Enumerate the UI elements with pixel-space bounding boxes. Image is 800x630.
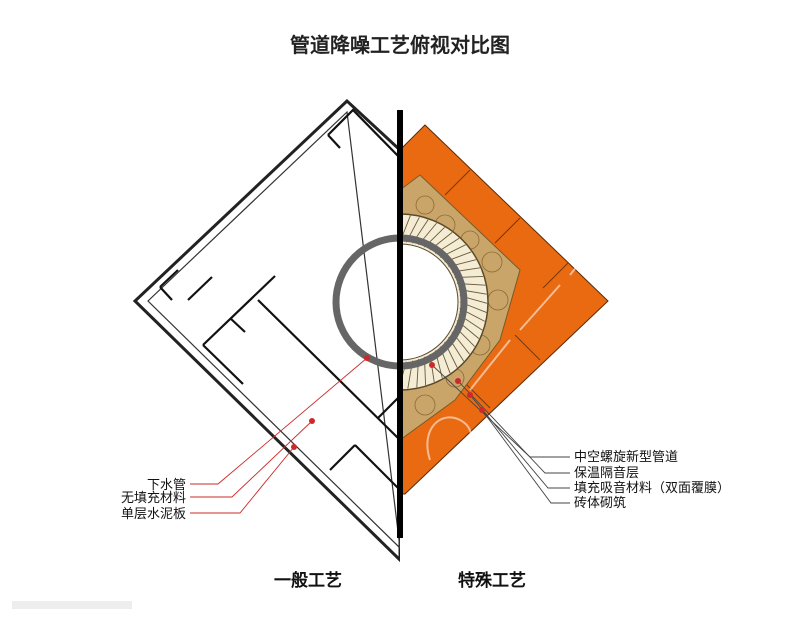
cement-board-partitions [159, 108, 400, 491]
label-hollow-spiral-pipe: 中空螺旋新型管道 [574, 449, 678, 465]
special-process-side [400, 124, 609, 495]
label-drain-pipe: 下水管 [147, 478, 186, 493]
general-process-side [132, 98, 400, 563]
label-sound-absorbing-fill: 填充吸音材料（双面覆膜） [574, 480, 730, 496]
caption-special-process: 特殊工艺 [458, 570, 526, 591]
label-insulation-layer: 保温隔音层 [574, 465, 639, 481]
left-leader-dots [291, 355, 370, 450]
label-single-cement-board: 单层水泥板 [121, 507, 186, 522]
outer-wall [132, 98, 400, 563]
inner-wall-line [147, 110, 400, 549]
watermark [426, 249, 591, 461]
label-no-filling: 无填充材料 [121, 490, 186, 506]
footer-watermark [12, 601, 132, 609]
label-brick-masonry: 砖体砌筑 [574, 495, 626, 511]
caption-general-process: 一般工艺 [274, 570, 342, 591]
pipe-cavity [400, 243, 459, 361]
diagram-title: 管道降噪工艺俯视对比图 [290, 33, 510, 57]
right-leader-lines [431, 364, 570, 504]
brick-joints [444, 169, 569, 409]
right-leader-dots [429, 362, 485, 413]
left-leader-lines [190, 357, 368, 514]
